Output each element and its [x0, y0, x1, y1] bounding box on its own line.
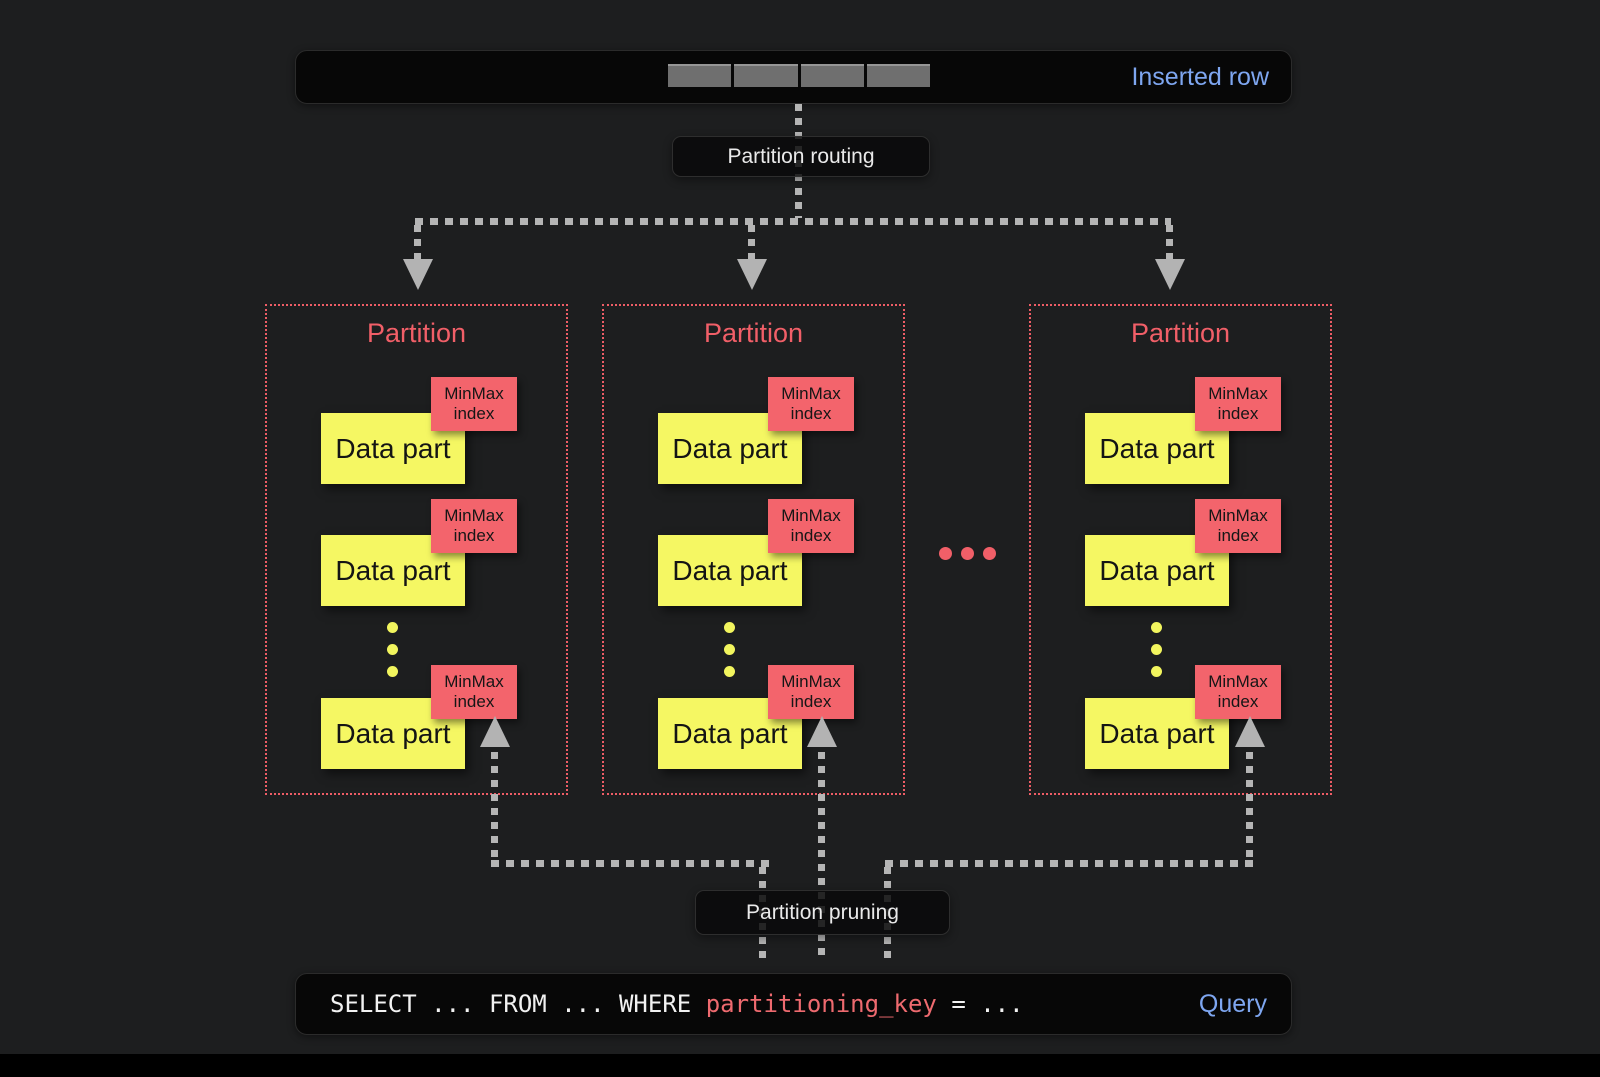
minmax-index-tag: MinMax index	[431, 377, 517, 431]
partition-title: Partition	[1130, 318, 1231, 348]
minmax-index-tag: MinMax index	[1195, 665, 1281, 719]
partition-box: Partition MinMax index Data part MinMax …	[1029, 304, 1332, 795]
arrow-down-icon	[403, 259, 433, 290]
routing-branch-line	[415, 218, 1171, 225]
arrow-down-icon	[1155, 259, 1185, 290]
routing-stem-middle	[748, 225, 755, 259]
minmax-index-tag: MinMax index	[1195, 377, 1281, 431]
query-box: SELECT ... FROM ... WHERE partitioning_k…	[295, 973, 1292, 1035]
partition-box: Partition MinMax index Data part MinMax …	[602, 304, 905, 795]
routing-stem-right	[1166, 225, 1173, 259]
minmax-index-tag: MinMax index	[1195, 499, 1281, 553]
more-partitions-ellipsis	[939, 547, 996, 560]
partition-pruning-label: Partition pruning	[695, 890, 950, 935]
minmax-index-tag: MinMax index	[431, 499, 517, 553]
pruning-line-left	[491, 752, 498, 863]
inserted-row-cell	[734, 64, 798, 87]
partition-routing-label: Partition routing	[672, 136, 930, 177]
partition-box: Partition MinMax index Data part MinMax …	[265, 304, 568, 795]
sql-suffix: = ...	[936, 990, 1024, 1018]
more-parts-ellipsis	[1151, 622, 1162, 677]
pruning-line-middle	[818, 752, 825, 958]
partition-title: Partition	[366, 318, 467, 348]
inserted-row-cell	[800, 64, 864, 87]
more-parts-ellipsis	[387, 622, 398, 677]
data-part-box: Data part	[321, 698, 465, 769]
more-parts-ellipsis	[724, 622, 735, 677]
pruning-elbow-left	[491, 860, 769, 867]
pruning-line-right	[1246, 752, 1253, 863]
inserted-row-cell	[866, 64, 930, 87]
inserted-row-cells	[668, 64, 930, 87]
bottom-strip	[0, 1054, 1600, 1077]
minmax-index-tag: MinMax index	[768, 665, 854, 719]
arrow-up-icon	[1235, 716, 1265, 747]
routing-stem-left	[414, 225, 421, 259]
arrow-up-icon	[480, 716, 510, 747]
inserted-row-label: Inserted row	[1131, 62, 1269, 91]
query-label: Query	[1198, 989, 1267, 1018]
inserted-row-box: Inserted row	[295, 50, 1292, 104]
sql-partitioning-key: partitioning_key	[705, 990, 937, 1018]
data-part-box: Data part	[1085, 413, 1229, 484]
pruning-elbow-right	[885, 860, 1254, 867]
minmax-index-tag: MinMax index	[431, 665, 517, 719]
inserted-row-cell	[668, 64, 732, 87]
query-sql: SELECT ... FROM ... WHERE partitioning_k…	[330, 990, 1024, 1018]
arrow-up-icon	[807, 716, 837, 747]
partition-title: Partition	[703, 318, 804, 348]
arrow-down-icon	[737, 259, 767, 290]
sql-prefix: SELECT ... FROM ... WHERE	[330, 990, 706, 1018]
minmax-index-tag: MinMax index	[768, 499, 854, 553]
minmax-index-tag: MinMax index	[768, 377, 854, 431]
